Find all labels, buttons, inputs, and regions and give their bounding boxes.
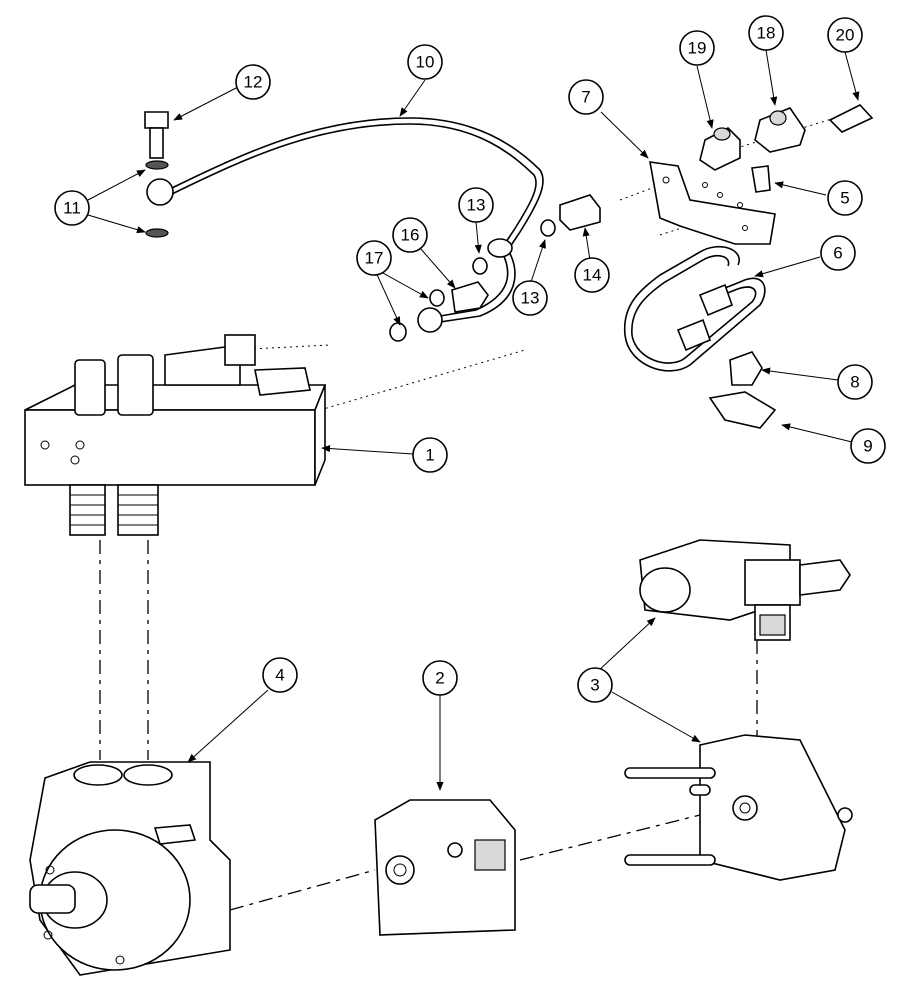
valve-housing: [624, 734, 853, 881]
tube-line: [171, 117, 544, 333]
callout-7: 7: [568, 79, 604, 115]
leader-lines: [87, 49, 860, 791]
callout-4-label: 4: [275, 666, 284, 685]
fittings: [389, 194, 601, 342]
callout-10-label: 10: [416, 53, 435, 72]
callout-17: 17: [356, 240, 392, 276]
callout-5: 5: [827, 180, 863, 216]
callout-12: 12: [235, 64, 271, 100]
bracket-hardware: [699, 104, 874, 193]
callout-16: 16: [392, 217, 428, 253]
callout-5-label: 5: [840, 189, 849, 208]
callout-13a-label: 13: [467, 196, 486, 215]
callout-6-label: 6: [833, 244, 842, 263]
callout-13a: 13: [458, 187, 494, 223]
callout-18-label: 18: [757, 24, 776, 43]
callout-3-label: 3: [590, 676, 599, 695]
main-pump: [29, 761, 231, 976]
middle-pump: [374, 799, 516, 936]
callout-14: 14: [574, 257, 610, 293]
callout-11: 11: [54, 190, 90, 226]
callout-19: 19: [679, 30, 715, 66]
callout-9: 9: [850, 428, 886, 464]
callout-12-label: 12: [244, 73, 263, 92]
callout-2-label: 2: [435, 669, 444, 688]
callout-3: 3: [577, 667, 613, 703]
callout-10: 10: [407, 44, 443, 80]
callout-8-label: 8: [850, 373, 859, 392]
callout-20-label: 20: [836, 26, 855, 45]
banjo-assembly: [144, 111, 174, 238]
callout-13b: 13: [512, 280, 548, 316]
callout-9-label: 9: [863, 437, 872, 456]
callout-17-label: 17: [365, 249, 384, 268]
callout-20: 20: [827, 17, 863, 53]
callout-11-label: 11: [63, 199, 81, 218]
callout-1-label: 1: [425, 446, 434, 465]
looped-tube: [623, 245, 766, 372]
callout-8: 8: [837, 364, 873, 400]
callout-16-label: 16: [401, 226, 420, 245]
callout-19-label: 19: [688, 39, 707, 58]
bracket: [649, 161, 776, 245]
callout-14-label: 14: [583, 266, 602, 285]
control-valve: [639, 539, 851, 641]
callout-2: 2: [422, 660, 458, 696]
callout-13b-label: 13: [521, 289, 540, 308]
callout-7-label: 7: [581, 88, 590, 107]
callout-1: 1: [412, 437, 448, 473]
clamp-parts: [708, 351, 777, 429]
valve-block: [24, 334, 327, 536]
callout-6: 6: [820, 235, 856, 271]
callout-4: 4: [262, 657, 298, 693]
callout-18: 18: [748, 15, 784, 51]
